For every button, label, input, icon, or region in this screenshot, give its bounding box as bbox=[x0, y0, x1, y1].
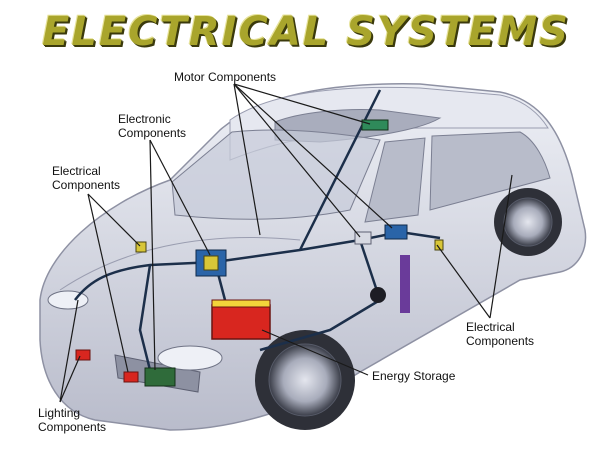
label-electronic-line-2: Components bbox=[118, 126, 187, 140]
roof-module bbox=[361, 119, 389, 131]
front-wheel-rim bbox=[268, 343, 342, 417]
rear-wheel-rim bbox=[503, 197, 553, 247]
leader-motor-2 bbox=[233, 83, 371, 125]
engine-box bbox=[144, 367, 176, 387]
leader-lines bbox=[59, 83, 513, 403]
label-lighting-line-2: Components bbox=[38, 420, 107, 434]
label-electrical-right-line-1: Electrical bbox=[466, 320, 515, 334]
leader-lighting-1 bbox=[59, 299, 79, 403]
leader-lighting-2 bbox=[59, 355, 81, 403]
lamp-front bbox=[75, 349, 91, 361]
label-lighting-line-1: Lighting bbox=[38, 406, 81, 420]
label-electrical-left-line-1: Electrical bbox=[52, 164, 101, 178]
ecu-chip bbox=[203, 255, 219, 271]
windshield bbox=[171, 129, 381, 220]
page-title: ELECTRICAL SYSTEMS bbox=[42, 9, 570, 55]
leader-motor-4 bbox=[233, 83, 393, 229]
label-electrical-right-line-2: Components bbox=[466, 334, 535, 348]
label-motor-components: Motor Components bbox=[174, 70, 276, 84]
label-lighting-components: Lighting Components bbox=[38, 406, 106, 434]
leader-electrical-left-1 bbox=[87, 193, 129, 373]
label-electronic-line-1: Electronic bbox=[118, 112, 171, 126]
lamp-lower bbox=[123, 371, 139, 383]
side-window-rear bbox=[429, 131, 551, 211]
label-electrical-left-line-2: Components bbox=[52, 178, 121, 192]
label-energy-storage: Energy Storage bbox=[372, 369, 455, 383]
speaker bbox=[370, 287, 386, 303]
sensor-yellow-2 bbox=[434, 239, 444, 251]
leader-electronic-2 bbox=[149, 139, 211, 256]
door-motor bbox=[384, 224, 408, 240]
headlight-left bbox=[47, 290, 89, 310]
label-electrical-components-right: Electrical Components bbox=[466, 320, 534, 348]
label-electrical-components-left: Electrical Components bbox=[52, 164, 120, 192]
headlight-right bbox=[157, 345, 223, 371]
leader-motor-3 bbox=[233, 83, 361, 238]
leader-motor-1 bbox=[233, 83, 261, 236]
battery-top bbox=[211, 299, 271, 308]
leader-electrical-left-2 bbox=[87, 193, 141, 247]
label-energy-line-1: Energy Storage bbox=[372, 369, 456, 383]
hood-line bbox=[59, 236, 301, 291]
leader-electrical-right-2 bbox=[489, 174, 513, 319]
sensor-yellow-1 bbox=[135, 241, 147, 253]
battery bbox=[211, 304, 271, 340]
side-window-front bbox=[364, 137, 426, 223]
door-panel-purple bbox=[400, 255, 410, 313]
leader-energy bbox=[261, 329, 369, 376]
label-motor-line-1: Motor Components bbox=[174, 70, 277, 84]
leader-electronic-1 bbox=[149, 139, 156, 371]
leader-electrical-right-1 bbox=[436, 244, 491, 319]
label-electronic-components: Electronic Components bbox=[118, 112, 186, 140]
